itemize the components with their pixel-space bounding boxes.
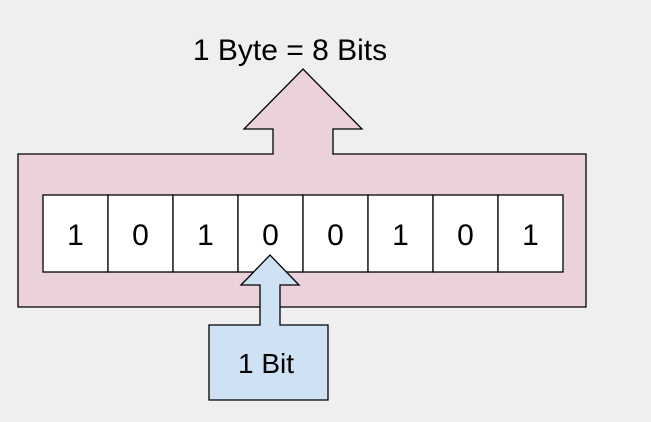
bit-label: 1 Bit [238, 348, 294, 379]
byte-label: 1 Byte = 8 Bits [193, 34, 387, 67]
bit-value: 1 [197, 219, 214, 252]
bit-cell [107, 194, 174, 273]
bit-value: 1 [67, 219, 84, 252]
bit-value: 0 [457, 219, 474, 252]
bit-value: 1 [522, 219, 539, 252]
bit-cell [367, 194, 434, 273]
bit-cell [42, 194, 109, 273]
bit-value: 0 [262, 219, 279, 252]
bit-value: 1 [392, 219, 409, 252]
bit-cell [497, 194, 564, 273]
bit-box-arrow [208, 254, 329, 401]
bit-cell [432, 194, 499, 273]
bit-cells-row: 1 0 1 0 0 1 0 1 [42, 194, 564, 273]
bit-value: 0 [327, 219, 344, 252]
bit-value: 0 [132, 219, 149, 252]
bit-cell [172, 194, 239, 273]
